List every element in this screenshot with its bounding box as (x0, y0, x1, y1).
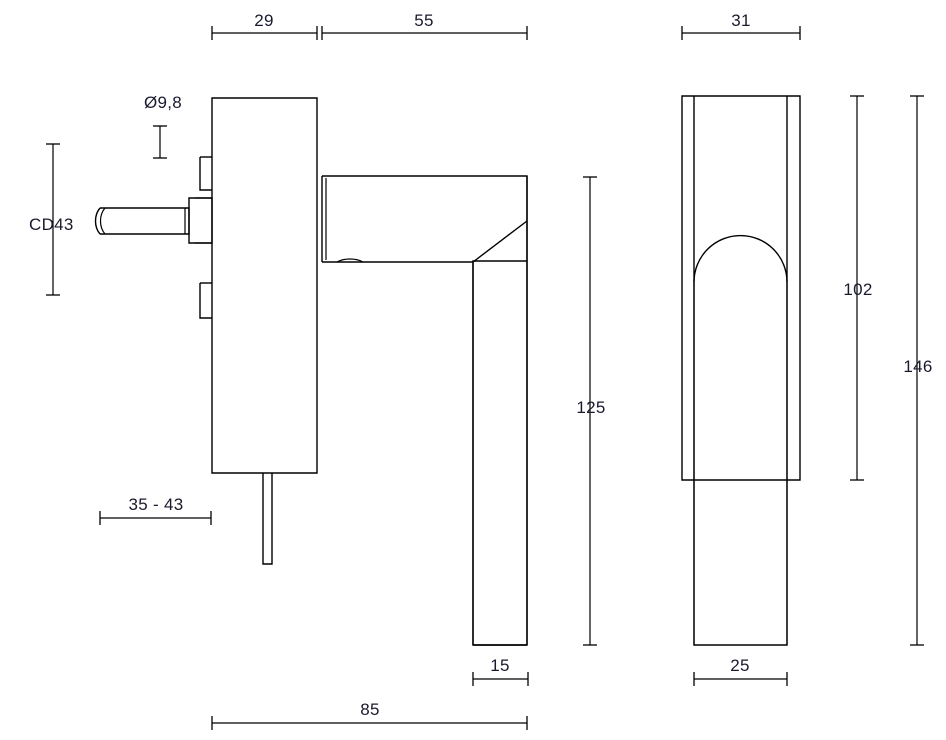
dimension-85: 85 (211, 700, 528, 730)
dimension-31-label: 31 (731, 11, 751, 30)
dimension-102: 102 (843, 95, 872, 481)
dimension-cd43-label: CD43 (29, 215, 74, 234)
dimension-55: 55 (321, 11, 528, 40)
dimension-35-43-label: 35 - 43 (128, 495, 183, 514)
dimension-55-label: 55 (414, 11, 434, 30)
front-section-view (94, 97, 528, 646)
dimension-102-label: 102 (843, 280, 872, 299)
dimension-125-label: 125 (576, 398, 605, 417)
side-wall-plate (681, 95, 801, 481)
side-body-column (693, 96, 788, 646)
valve-rod (100, 207, 190, 235)
dimension-85-label: 85 (360, 700, 380, 719)
body-outline (211, 97, 318, 474)
dimension-diameter-9-8-label: Ø9,8 (144, 93, 182, 112)
dimension-diameter-9-8: Ø9,8 (144, 93, 182, 159)
dimension-29-label: 29 (254, 11, 274, 30)
dimension-31: 31 (681, 11, 801, 40)
dimension-146-label: 146 (903, 357, 932, 376)
spout-upper-outline (322, 175, 528, 646)
spout-aerator-arc (336, 258, 364, 263)
dimension-15-label: 15 (490, 656, 510, 675)
dimension-15: 15 (472, 656, 529, 686)
dimension-cd43: CD43 (29, 143, 74, 296)
side-view (681, 95, 801, 646)
valve-rod-end-cap (94, 207, 101, 235)
dimension-35-43: 35 - 43 (99, 495, 212, 525)
spout-chamfer (472, 220, 528, 263)
dimension-125: 125 (576, 176, 605, 646)
upper-tab (199, 157, 212, 191)
valve-rod-end-inner (99, 207, 106, 235)
lower-tab (199, 283, 212, 319)
dimension-25-label: 25 (730, 656, 750, 675)
drain-pull-rod (262, 473, 273, 565)
dimension-29: 29 (211, 11, 318, 40)
dimension-25: 25 (693, 656, 788, 686)
stem-flange (188, 197, 213, 244)
side-spout-arch (693, 234, 788, 283)
dimension-146: 146 (903, 95, 932, 646)
